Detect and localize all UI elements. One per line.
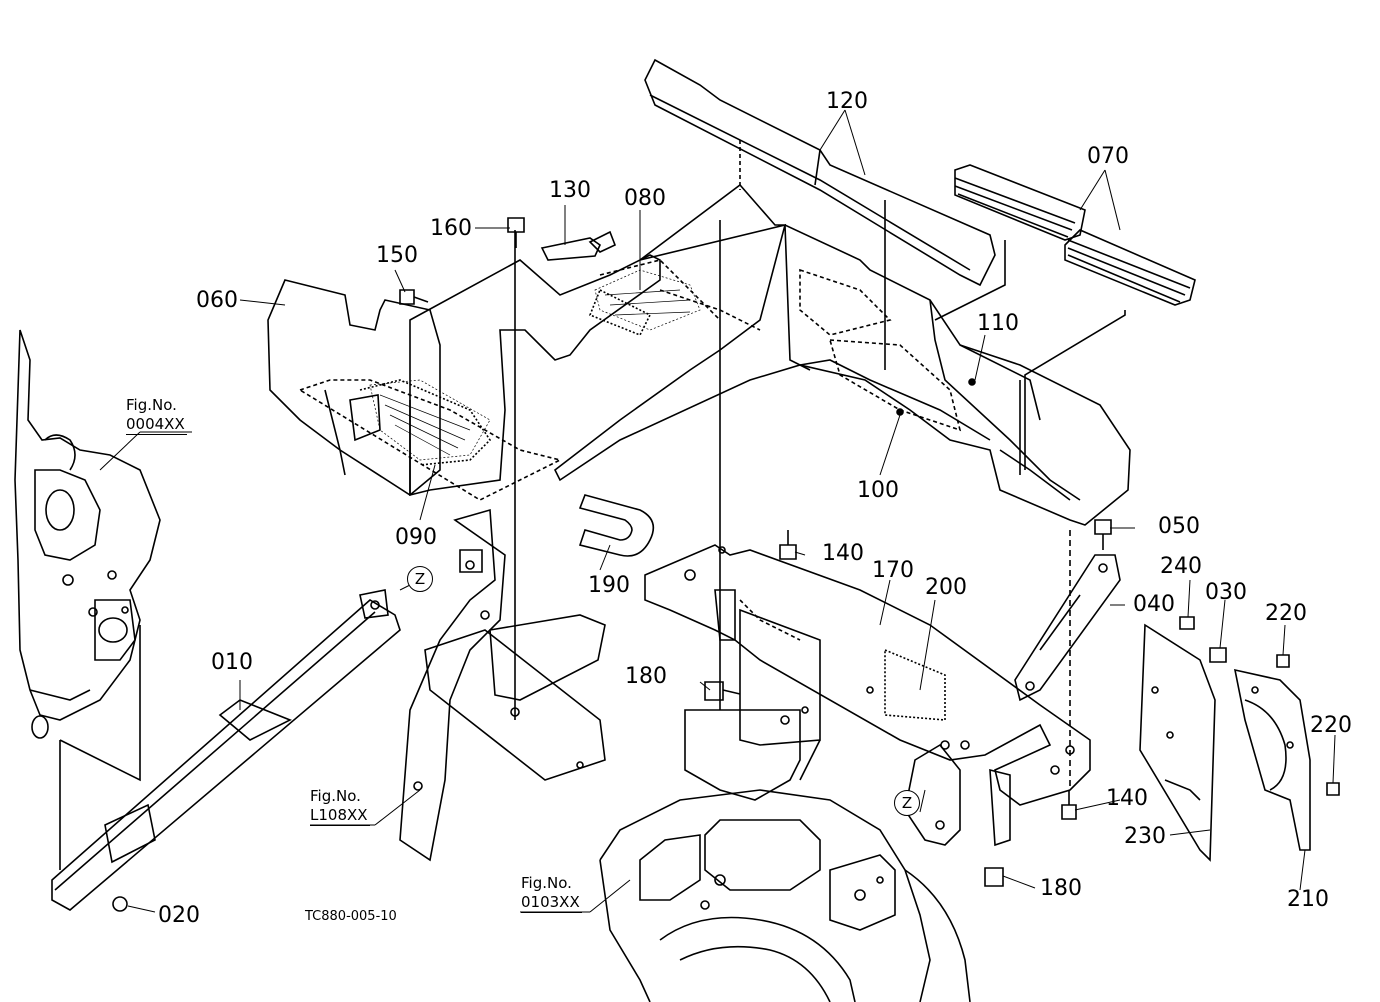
part-label-040: 040 <box>1133 592 1175 617</box>
part-label-120: 120 <box>826 89 868 114</box>
lower-bracket-assembly <box>400 230 605 860</box>
drawing-code: TC880-005-10 <box>305 909 397 924</box>
mat-080 <box>595 270 700 330</box>
figure-ref-code: L108XX <box>310 805 370 826</box>
part-label-170: 170 <box>872 558 914 583</box>
part-label-100: 100 <box>857 478 899 503</box>
rail-cover-120 <box>645 60 1005 370</box>
mat-090 <box>370 380 490 460</box>
bolt-150 <box>400 290 428 304</box>
part-label-220-lower: 220 <box>1310 713 1352 738</box>
part-label-080: 080 <box>624 186 666 211</box>
part-label-130: 130 <box>549 178 591 203</box>
plate-210 <box>1235 670 1310 850</box>
bolt-240 <box>1180 617 1194 629</box>
z-marker-left: Z <box>407 566 433 592</box>
part-label-240: 240 <box>1160 554 1202 579</box>
figure-ref-code: 0004XX <box>126 414 187 435</box>
part-label-010: 010 <box>211 650 253 675</box>
part-label-160: 160 <box>430 216 472 241</box>
leader-lines <box>100 110 1335 912</box>
engine-block-drawing <box>15 330 160 870</box>
figure-ref-label: Fig.No. <box>521 874 572 892</box>
part-label-180-left: 180 <box>625 664 667 689</box>
figure-reference-0103: Fig.No. 0103XX <box>521 874 582 913</box>
part-label-210: 210 <box>1287 887 1329 912</box>
part-label-140-upper: 140 <box>822 541 864 566</box>
channel-190 <box>580 495 653 556</box>
part-label-070: 070 <box>1087 144 1129 169</box>
part-label-190: 190 <box>588 573 630 598</box>
figure-ref-label: Fig.No. <box>310 787 361 805</box>
part-label-200: 200 <box>925 575 967 600</box>
part-label-140-lower: 140 <box>1106 786 1148 811</box>
figure-reference-0004: Fig.No. 0004XX <box>126 396 187 435</box>
part-label-220-upper: 220 <box>1265 601 1307 626</box>
part-label-090: 090 <box>395 525 437 550</box>
part-label-180-right: 180 <box>1040 876 1082 901</box>
bolt-220-lower <box>1327 783 1339 795</box>
figure-reference-l108: Fig.No. L108XX <box>310 787 370 826</box>
frame-bracket-010 <box>52 590 400 911</box>
part-label-230: 230 <box>1124 824 1166 849</box>
part-label-050: 050 <box>1158 514 1200 539</box>
figure-ref-label: Fig.No. <box>126 396 177 414</box>
floor-plate-060 <box>268 255 660 500</box>
transmission-housing-drawing <box>600 220 970 1002</box>
part-label-150: 150 <box>376 243 418 268</box>
bolt-140-lower <box>1062 530 1076 819</box>
main-frame-170 <box>645 545 1090 845</box>
part-label-110: 110 <box>977 311 1019 336</box>
part-label-060: 060 <box>196 288 238 313</box>
bolt-220-upper <box>1277 655 1289 667</box>
z-marker-right: Z <box>894 790 920 816</box>
floor-panel-100 <box>555 185 1130 525</box>
part-label-020: 020 <box>158 903 200 928</box>
clip-130 <box>542 232 615 260</box>
part-label-030: 030 <box>1205 580 1247 605</box>
figure-ref-code: 0103XX <box>521 892 582 913</box>
bolt-140-upper <box>780 530 796 559</box>
bolt-180-left <box>705 682 740 700</box>
bolt-030 <box>1210 648 1226 662</box>
bolt-160 <box>508 218 524 248</box>
bolt-050 <box>1095 520 1111 550</box>
bracket-040 <box>1015 555 1120 700</box>
step-mats-070 <box>955 165 1195 470</box>
bolt-180-right <box>985 868 1003 886</box>
plate-230 <box>1140 625 1215 860</box>
